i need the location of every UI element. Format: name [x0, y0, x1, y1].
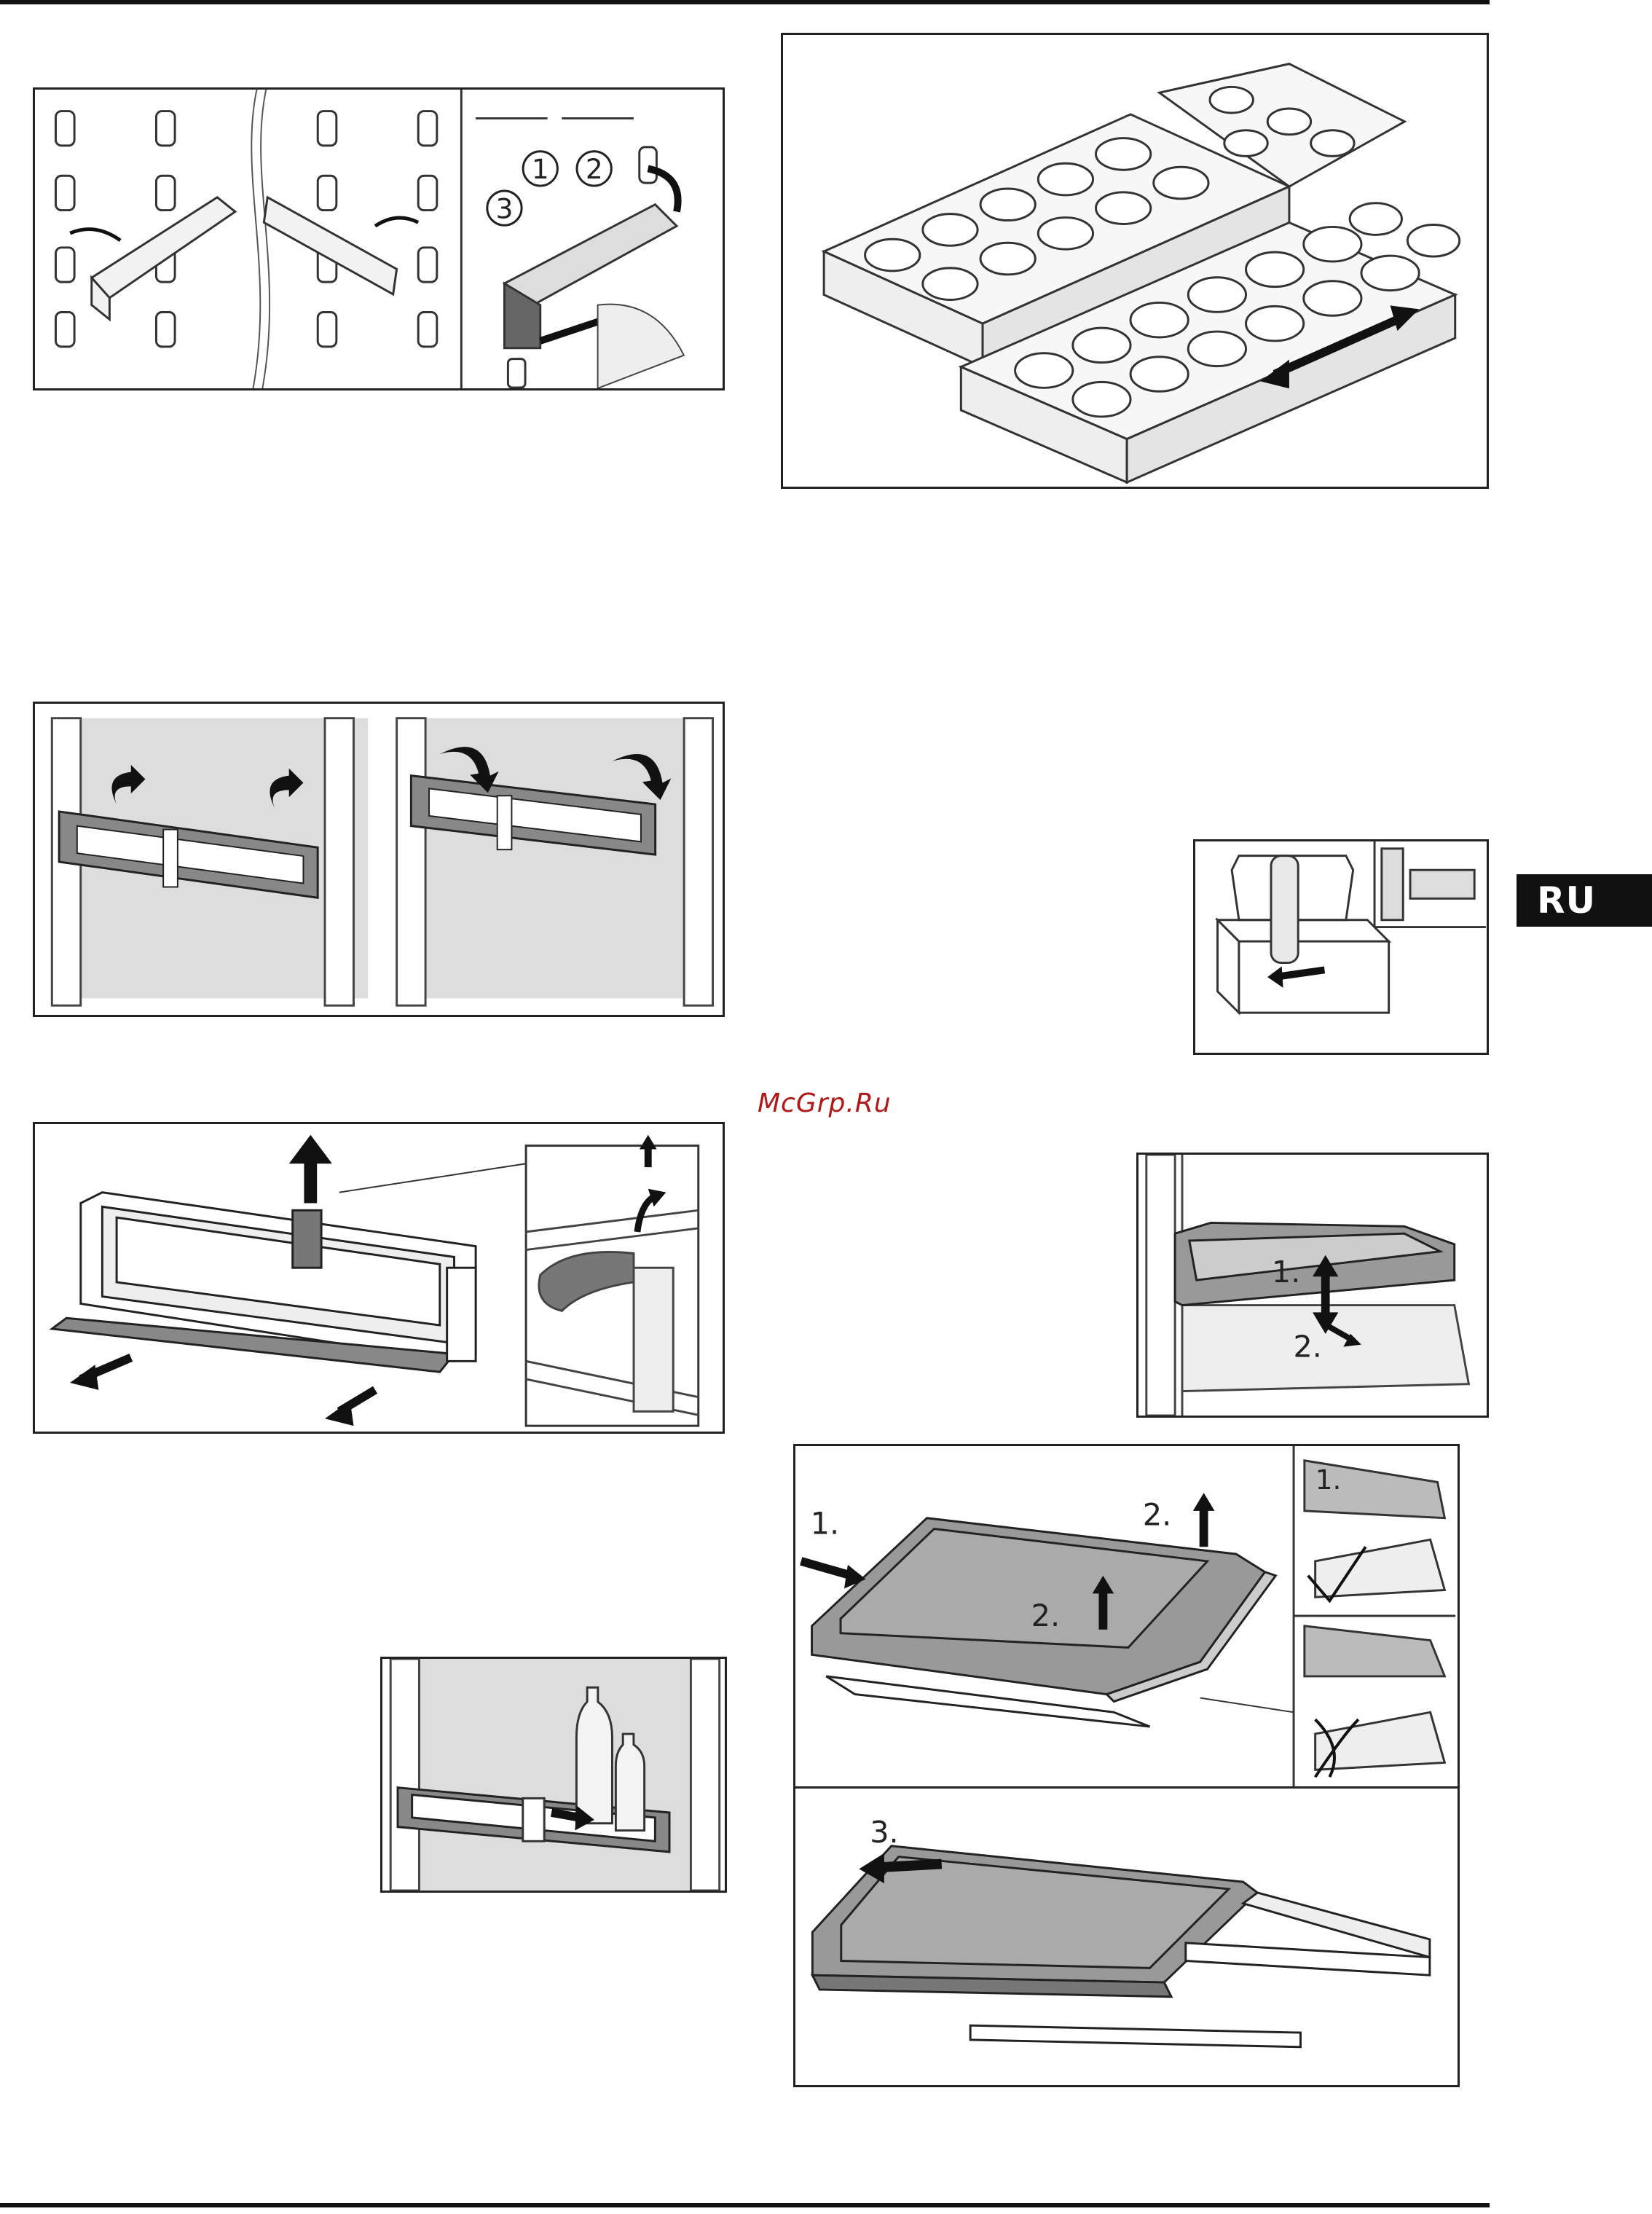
tray-step-2b: 2. [1031, 1598, 1061, 1633]
shelf-lift-illustration: 1. 2. [1138, 1155, 1487, 1416]
top-rule [0, 0, 1490, 4]
figure-shelf-lift: 1. 2. [1136, 1153, 1489, 1418]
bottom-rule [0, 2203, 1490, 2207]
figure-shelf-pulled-out: 3. [793, 1786, 1460, 2087]
figure-door-shelf-removal [33, 1122, 725, 1434]
egg-trays-illustration [783, 35, 1487, 487]
figure-shelf-pullout: 1. 2. 2. 1. [793, 1444, 1460, 1789]
figure-door-bottle-shelf [380, 1657, 727, 1893]
figure-door-holders: 1 2 3 [33, 87, 725, 390]
callout-1: 1 [532, 153, 549, 185]
door-holders-illustration: 1 2 3 [35, 90, 723, 388]
tray-step-2a: 2. [1143, 1498, 1172, 1533]
language-tab: RU [1517, 874, 1652, 927]
watermark: McGrp.Ru [758, 1088, 892, 1118]
tray-step-1: 1. [811, 1506, 840, 1541]
callout-2: 2 [586, 153, 603, 185]
door-bottle-shelf-illustration [382, 1659, 725, 1891]
figure-bottle-holder [1193, 839, 1489, 1055]
figure-door-shelf-rails [33, 702, 725, 1017]
figure-egg-trays [781, 33, 1489, 489]
door-shelf-rails-illustration [35, 704, 723, 1015]
callout-3: 3 [496, 192, 514, 224]
tray-step-3: 3. [870, 1815, 898, 1850]
inset-step-1: 1. [1315, 1464, 1342, 1496]
shelf-pulled-out-illustration: 3. [795, 1789, 1458, 2085]
door-shelf-removal-illustration [35, 1124, 723, 1432]
shelf-lift-step-2: 2. [1293, 1329, 1321, 1364]
shelf-pullout-illustration: 1. 2. 2. 1. [795, 1446, 1458, 1786]
shelf-lift-step-1: 1. [1272, 1255, 1300, 1289]
bottle-holder-illustration [1195, 841, 1487, 1053]
